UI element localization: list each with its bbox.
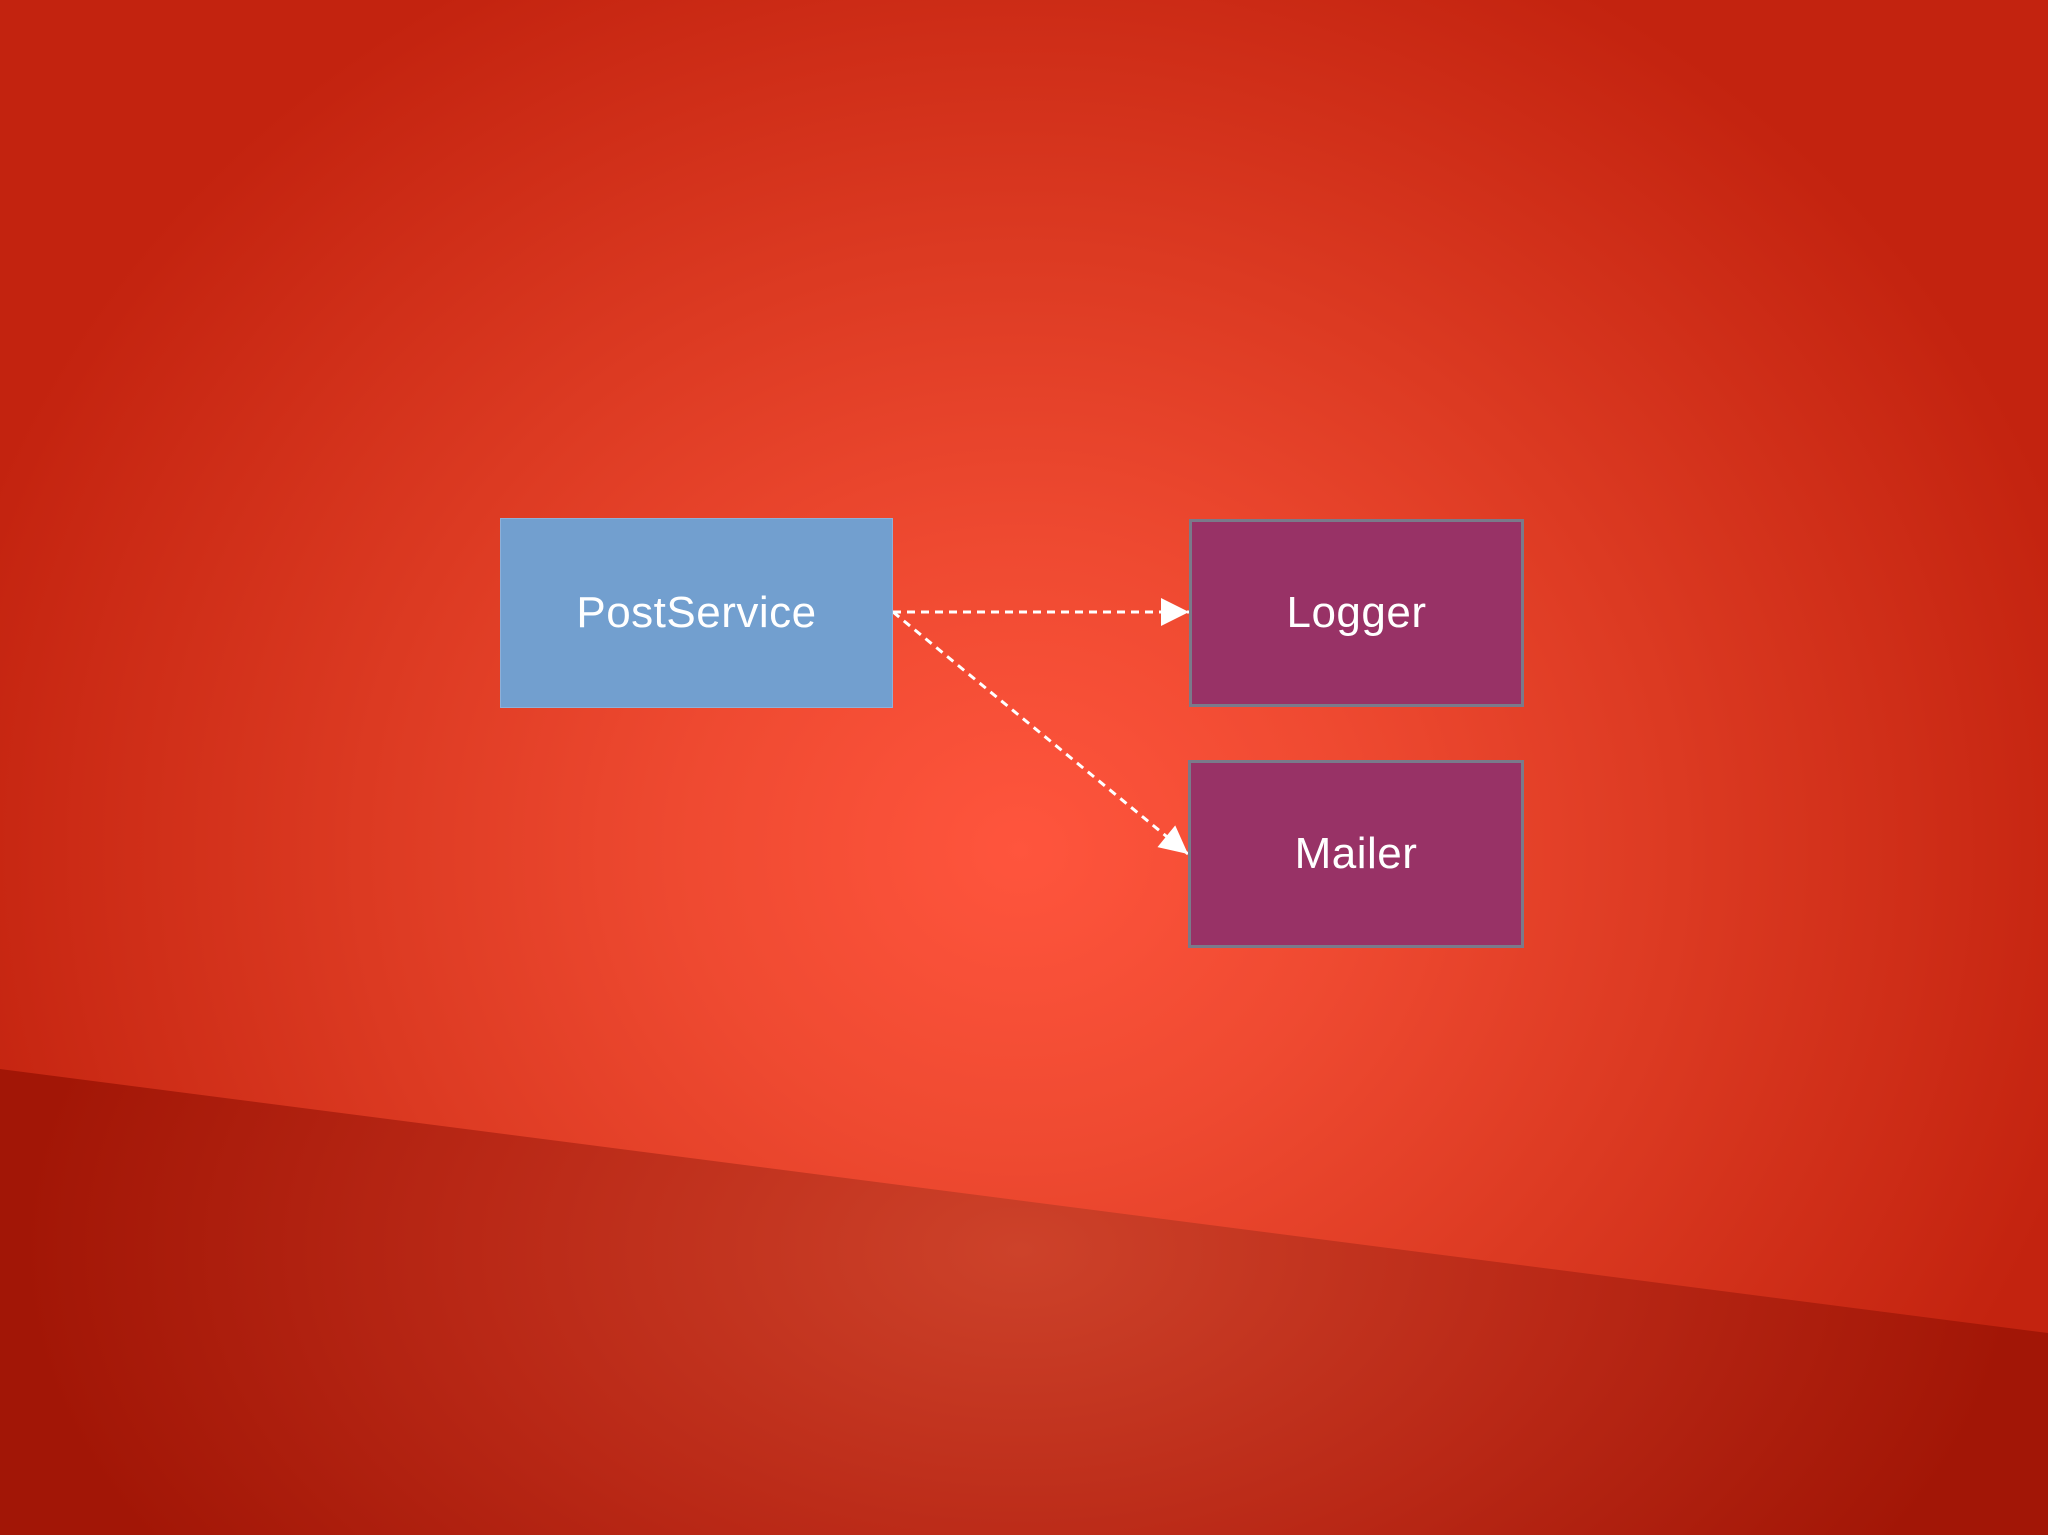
node-logger[interactable]: Logger bbox=[1189, 519, 1524, 707]
node-postservice[interactable]: PostService bbox=[500, 518, 893, 708]
node-mailer[interactable]: Mailer bbox=[1188, 760, 1524, 948]
node-mailer-label: Mailer bbox=[1294, 829, 1418, 878]
node-postservice-label: PostService bbox=[576, 588, 817, 637]
node-logger-label: Logger bbox=[1286, 588, 1427, 637]
edge-postservice-to-mailer bbox=[892, 610, 1189, 856]
